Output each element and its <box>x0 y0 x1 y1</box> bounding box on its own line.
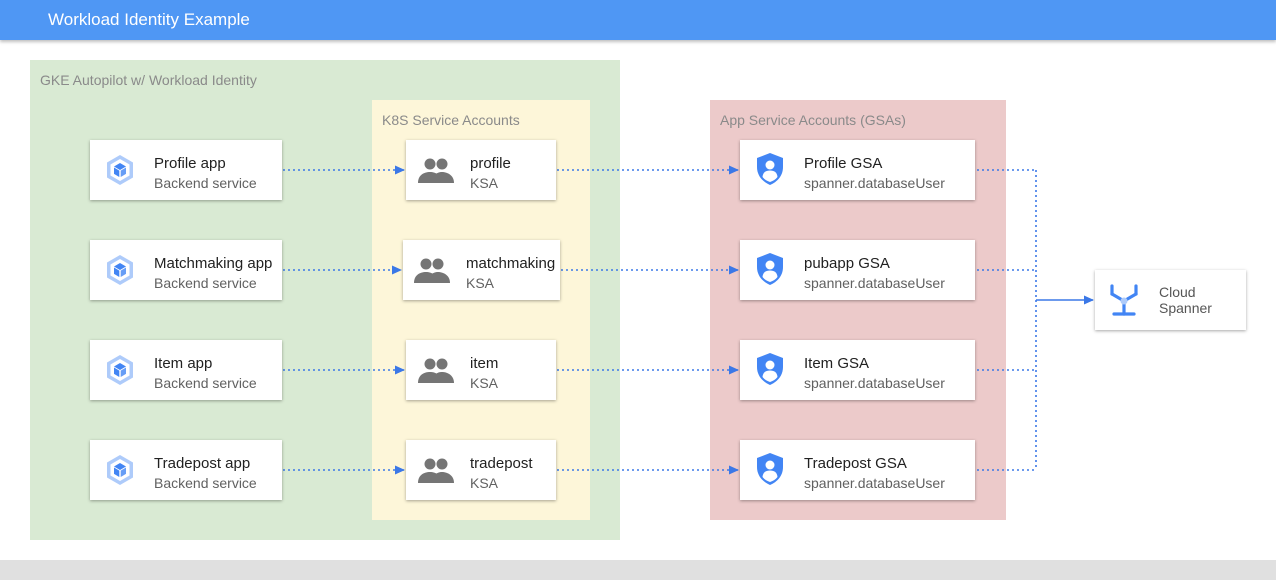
people-icon <box>414 258 450 283</box>
gsa-name: pubapp GSA <box>804 255 890 272</box>
app-subtitle: Backend service <box>154 375 257 391</box>
ksa-card-item[interactable]: item KSA <box>406 340 556 400</box>
people-icon <box>418 358 454 383</box>
app-name: Profile app <box>154 155 226 172</box>
shield-user-icon <box>757 353 783 385</box>
gke-hexagon-icon <box>107 155 133 185</box>
people-icon <box>418 458 454 483</box>
ksa-subtitle: KSA <box>470 175 499 191</box>
gsa-role: spanner.databaseUser <box>804 275 945 291</box>
ksa-card-tradepost[interactable]: tradepost KSA <box>406 440 556 500</box>
app-name: Matchmaking app <box>154 255 273 272</box>
footer-bar <box>0 560 1276 580</box>
gsa-name: Profile GSA <box>804 155 883 172</box>
gsa-card-item[interactable]: Item GSA spanner.databaseUser <box>740 340 975 400</box>
ksa-name: matchmaking <box>466 255 556 272</box>
app-card-matchmaking[interactable]: Matchmaking app Backend service <box>90 240 282 300</box>
app-name: Item app <box>154 355 213 372</box>
app-card-tradepost[interactable]: Tradepost app Backend service <box>90 440 282 500</box>
cloud-spanner-icon <box>1110 284 1138 316</box>
ksa-name: profile <box>470 155 511 172</box>
cloud-spanner-card[interactable]: Cloud Spanner <box>1095 270 1246 330</box>
shield-user-icon <box>757 253 783 285</box>
ksa-card-profile[interactable]: profile KSA <box>406 140 556 200</box>
gsa-card-pubapp[interactable]: pubapp GSA spanner.databaseUser <box>740 240 975 300</box>
gsa-zone-label: App Service Accounts (GSAs) <box>720 112 906 128</box>
gke-hexagon-icon <box>107 455 133 485</box>
app-name: Tradepost app <box>154 455 251 472</box>
app-subtitle: Backend service <box>154 175 257 191</box>
app-card-profile[interactable]: Profile app Backend service <box>90 140 282 200</box>
gke-zone-label: GKE Autopilot w/ Workload Identity <box>40 72 257 88</box>
shield-user-icon <box>757 453 783 485</box>
app-subtitle: Backend service <box>154 475 257 491</box>
gsa-role: spanner.databaseUser <box>804 175 945 191</box>
app-subtitle: Backend service <box>154 275 257 291</box>
gke-hexagon-icon <box>107 355 133 385</box>
ksa-subtitle: KSA <box>470 375 499 391</box>
ksa-card-matchmaking[interactable]: matchmaking KSA <box>403 240 560 300</box>
ksa-name: item <box>470 355 499 372</box>
gsa-name: Item GSA <box>804 355 870 372</box>
shield-user-icon <box>757 153 783 185</box>
ksa-subtitle: KSA <box>470 475 499 491</box>
gsa-card-profile[interactable]: Profile GSA spanner.databaseUser <box>740 140 975 200</box>
gsa-role: spanner.databaseUser <box>804 475 945 491</box>
app-card-item[interactable]: Item app Backend service <box>90 340 282 400</box>
title-bar: Workload Identity Example <box>0 0 1276 40</box>
gsa-card-tradepost[interactable]: Tradepost GSA spanner.databaseUser <box>740 440 975 500</box>
people-icon <box>418 158 454 183</box>
ksa-subtitle: KSA <box>466 275 495 291</box>
page-title: Workload Identity Example <box>48 10 250 29</box>
spanner-label-line2: Spanner <box>1159 300 1212 316</box>
ksa-name: tradepost <box>470 455 533 472</box>
gsa-role: spanner.databaseUser <box>804 375 945 391</box>
gke-hexagon-icon <box>107 255 133 285</box>
gsa-name: Tradepost GSA <box>804 455 907 472</box>
ksa-zone-label: K8S Service Accounts <box>382 112 520 128</box>
spanner-label-line1: Cloud <box>1159 284 1196 300</box>
